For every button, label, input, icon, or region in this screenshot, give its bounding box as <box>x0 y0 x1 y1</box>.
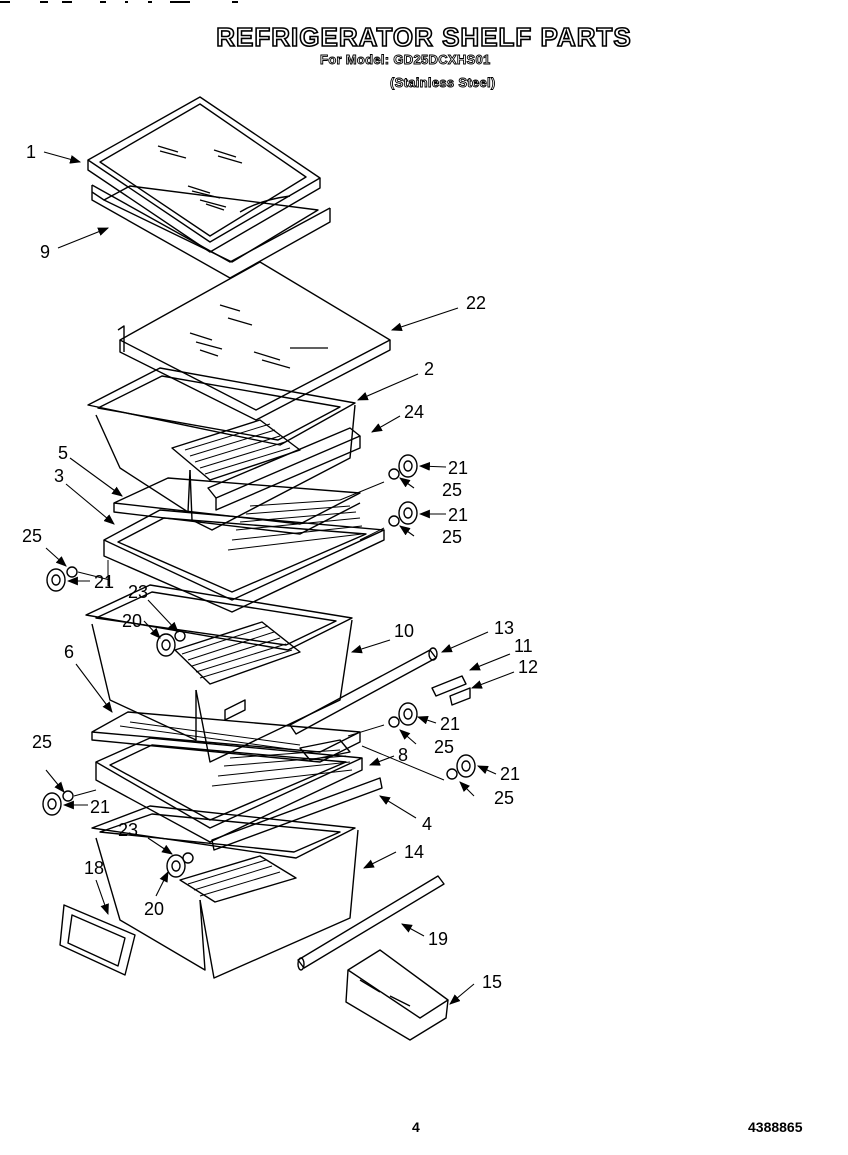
callout-25: 25 <box>494 788 515 808</box>
crisper-pan-lower <box>85 584 353 763</box>
wheel-assembly-left-2 <box>42 790 74 816</box>
callout-14: 14 <box>404 842 425 862</box>
callout-21: 21 <box>90 797 111 817</box>
rail-clips <box>431 675 471 706</box>
callout-21: 21 <box>94 572 115 592</box>
leader-arrows <box>43 151 515 1005</box>
callout-25: 25 <box>442 480 463 500</box>
wheel-assembly-upper-right-2 <box>388 501 418 527</box>
label-holder <box>59 904 136 976</box>
callout-25: 25 <box>22 526 43 546</box>
callout-6: 6 <box>64 642 75 662</box>
crisper-pan-upper <box>87 367 356 531</box>
callout-19: 19 <box>428 929 449 949</box>
callout-20: 20 <box>144 899 165 919</box>
wheel-assembly-upper-right-1 <box>388 454 418 480</box>
callout-1: 1 <box>26 142 37 162</box>
storage-bin <box>345 949 449 1041</box>
finish-line: (Stainless Steel) <box>390 75 496 91</box>
callout-25: 25 <box>32 732 53 752</box>
document-number: 4388865 <box>748 1119 803 1135</box>
callout-21: 21 <box>500 764 521 784</box>
pan-slide-rail <box>289 647 438 735</box>
callout-2: 2 <box>424 359 435 379</box>
callout-5: 5 <box>58 443 69 463</box>
crisper-cover-frame <box>103 499 385 613</box>
callout-25: 25 <box>434 737 455 757</box>
lower-cover-frame <box>95 737 383 851</box>
page-number: 4 <box>412 1119 420 1135</box>
callout-21: 21 <box>448 458 469 478</box>
callout-20: 20 <box>122 611 143 631</box>
callout-21: 21 <box>448 505 469 525</box>
callout-23: 23 <box>128 582 149 602</box>
wheel-assembly-right-3 <box>388 702 418 728</box>
bottom-front-rail <box>297 875 445 971</box>
wheel-assembly-right-4 <box>446 754 476 780</box>
callout-11: 11 <box>514 636 533 656</box>
callout-12: 12 <box>518 657 539 677</box>
callout-9: 9 <box>40 242 51 262</box>
callout-18: 18 <box>84 858 105 878</box>
glass-shelf-middle <box>117 261 391 421</box>
callout-24: 24 <box>404 402 425 422</box>
crisper-pan-bottom <box>91 805 359 979</box>
lower-cover-insert <box>91 711 361 763</box>
shelf-frame <box>91 184 331 279</box>
connector-lines <box>73 481 445 797</box>
callout-4: 4 <box>422 814 433 834</box>
callout-3: 3 <box>54 466 65 486</box>
glass-shelf-top <box>87 96 321 253</box>
callout-10: 10 <box>394 621 415 641</box>
model-line: For Model: GD25DCXHS01 <box>320 52 491 68</box>
crisper-front-rail <box>207 427 361 511</box>
callout-22: 22 <box>466 293 487 313</box>
callout-13: 13 <box>494 618 515 638</box>
roller-assembly-2 <box>166 852 194 878</box>
callout-15: 15 <box>482 972 503 992</box>
page-title: REFRIGERATOR SHELF PARTS <box>215 21 632 53</box>
callout-25: 25 <box>442 527 463 547</box>
callout-21: 21 <box>440 714 461 734</box>
callout-23: 23 <box>118 820 139 840</box>
wheel-assembly-left-1 <box>46 566 78 592</box>
callout-8: 8 <box>398 745 409 765</box>
roller-assembly-1 <box>156 630 186 657</box>
